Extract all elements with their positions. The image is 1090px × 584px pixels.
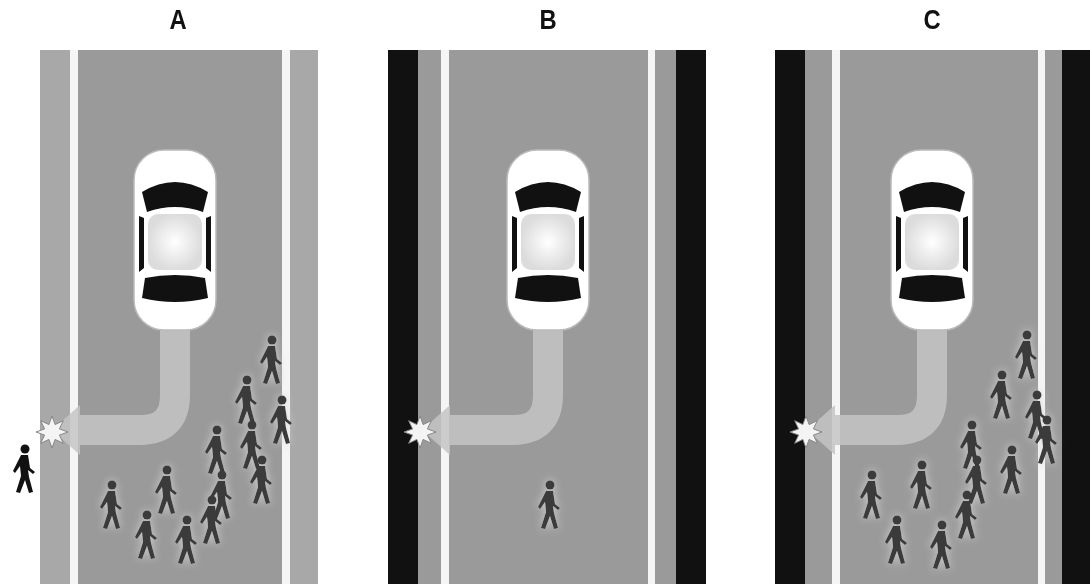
road-c (775, 50, 1090, 584)
panel-label: C (907, 4, 958, 36)
panel-label: A (153, 4, 204, 36)
road-a (40, 50, 318, 584)
panel-label: B (523, 4, 574, 36)
pedestrian-group (100, 336, 292, 565)
impact-star (36, 416, 822, 448)
pedestrian (538, 481, 560, 530)
road-b (388, 50, 706, 584)
arrow-head (52, 405, 835, 455)
pedestrian-group (860, 331, 1057, 570)
car (134, 50, 973, 330)
swerve-arrow (80, 325, 932, 430)
pedestrian (13, 445, 35, 494)
